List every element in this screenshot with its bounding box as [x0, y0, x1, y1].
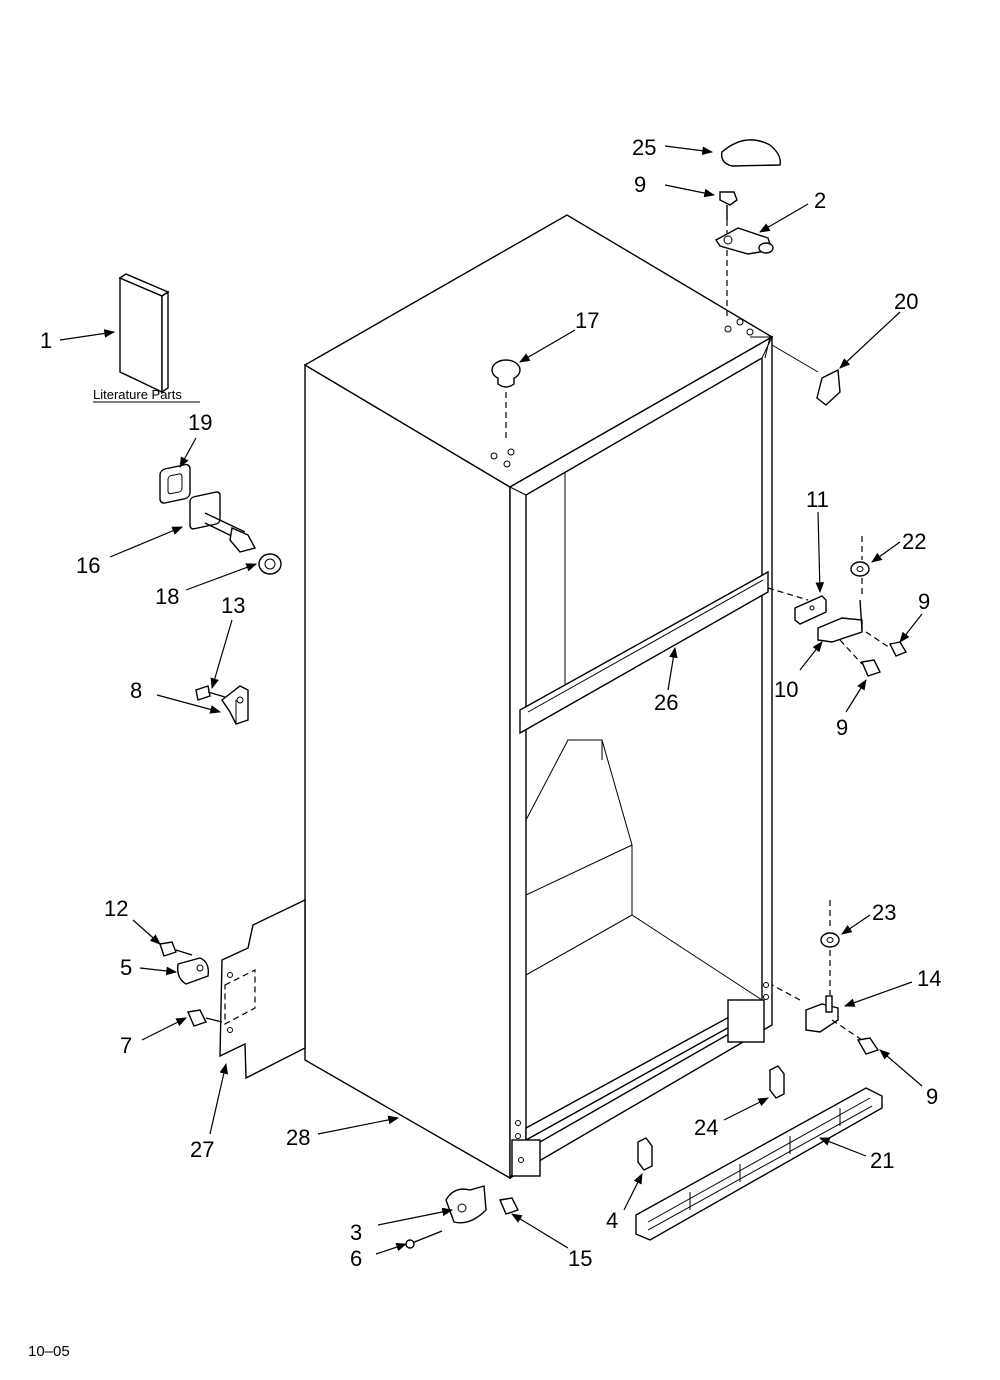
- brace-27: [219, 898, 306, 1080]
- callout-9: 9: [836, 715, 848, 740]
- callout-12: 12: [104, 896, 128, 921]
- callout-1: 1: [40, 328, 52, 353]
- literature-booklet: [118, 273, 170, 394]
- washer-23: [820, 932, 840, 948]
- callout-7: 7: [120, 1033, 132, 1058]
- callout-2: 2: [814, 188, 826, 213]
- callout-6: 6: [350, 1246, 362, 1271]
- callout-14: 14: [917, 966, 941, 991]
- leader-lines: [59, 145, 923, 1255]
- callout-9: 9: [926, 1084, 938, 1109]
- callout-13: 13: [221, 593, 245, 618]
- callout-5: 5: [120, 955, 132, 980]
- grille-21: [635, 1087, 883, 1241]
- callout-4: 4: [606, 1208, 618, 1233]
- nut-18: [258, 553, 282, 575]
- hinge-cover-25: [721, 139, 781, 167]
- top-hinge-2: [714, 227, 774, 255]
- callout-23: 23: [872, 900, 896, 925]
- bracket-8: [221, 685, 249, 725]
- screw-13: [195, 685, 226, 701]
- screw-9-right: [888, 641, 908, 657]
- clamp-5: [176, 957, 210, 985]
- washer-22: [850, 561, 870, 577]
- screw-7: [187, 1009, 223, 1027]
- bushing-19: [159, 463, 191, 504]
- pin-6: [405, 1230, 443, 1249]
- callout-20: 20: [894, 289, 918, 314]
- callout-3: 3: [350, 1220, 362, 1245]
- callout-19: 19: [188, 410, 212, 435]
- bottom-hinge-14: [805, 995, 839, 1033]
- callout-26: 26: [654, 690, 678, 715]
- callout-15: 15: [568, 1246, 592, 1271]
- callout-10: 10: [774, 677, 798, 702]
- callout-24: 24: [694, 1115, 718, 1140]
- screw-15: [499, 1197, 519, 1215]
- callout-9: 9: [918, 589, 930, 614]
- callout-25: 25: [632, 135, 656, 160]
- page-code: 10–05: [28, 1343, 70, 1360]
- callout-11: 11: [806, 487, 829, 512]
- center-hinge-11: [794, 595, 827, 625]
- clip-4: [637, 1137, 653, 1171]
- screw-9-top: [719, 191, 738, 320]
- bracket-3: [445, 1185, 487, 1224]
- callout-22: 22: [902, 529, 926, 554]
- pivot-assembly-16: [189, 491, 257, 553]
- cabinet: [303, 214, 774, 1180]
- screw-9-bottom: [856, 1037, 880, 1055]
- callout-9: 9: [634, 172, 646, 197]
- callout-18: 18: [155, 584, 179, 609]
- callout-8: 8: [130, 678, 142, 703]
- callout-21: 21: [870, 1148, 894, 1173]
- callout-16: 16: [76, 553, 100, 578]
- part-20: [771, 344, 841, 406]
- literature-parts-label: Literature Parts: [93, 387, 182, 402]
- callout-28: 28: [286, 1125, 310, 1150]
- screw-9-middle: [861, 659, 881, 677]
- callout-17: 17: [575, 308, 599, 333]
- clip-24: [769, 1065, 785, 1099]
- plug-17: [491, 359, 521, 440]
- screw-12: [159, 941, 193, 957]
- callout-labels: 1 25 9 2 20 17 19 16 18 13 8 11 22 9 10 …: [40, 135, 941, 1271]
- center-hinge-10: [817, 599, 863, 643]
- callout-27: 27: [190, 1137, 214, 1162]
